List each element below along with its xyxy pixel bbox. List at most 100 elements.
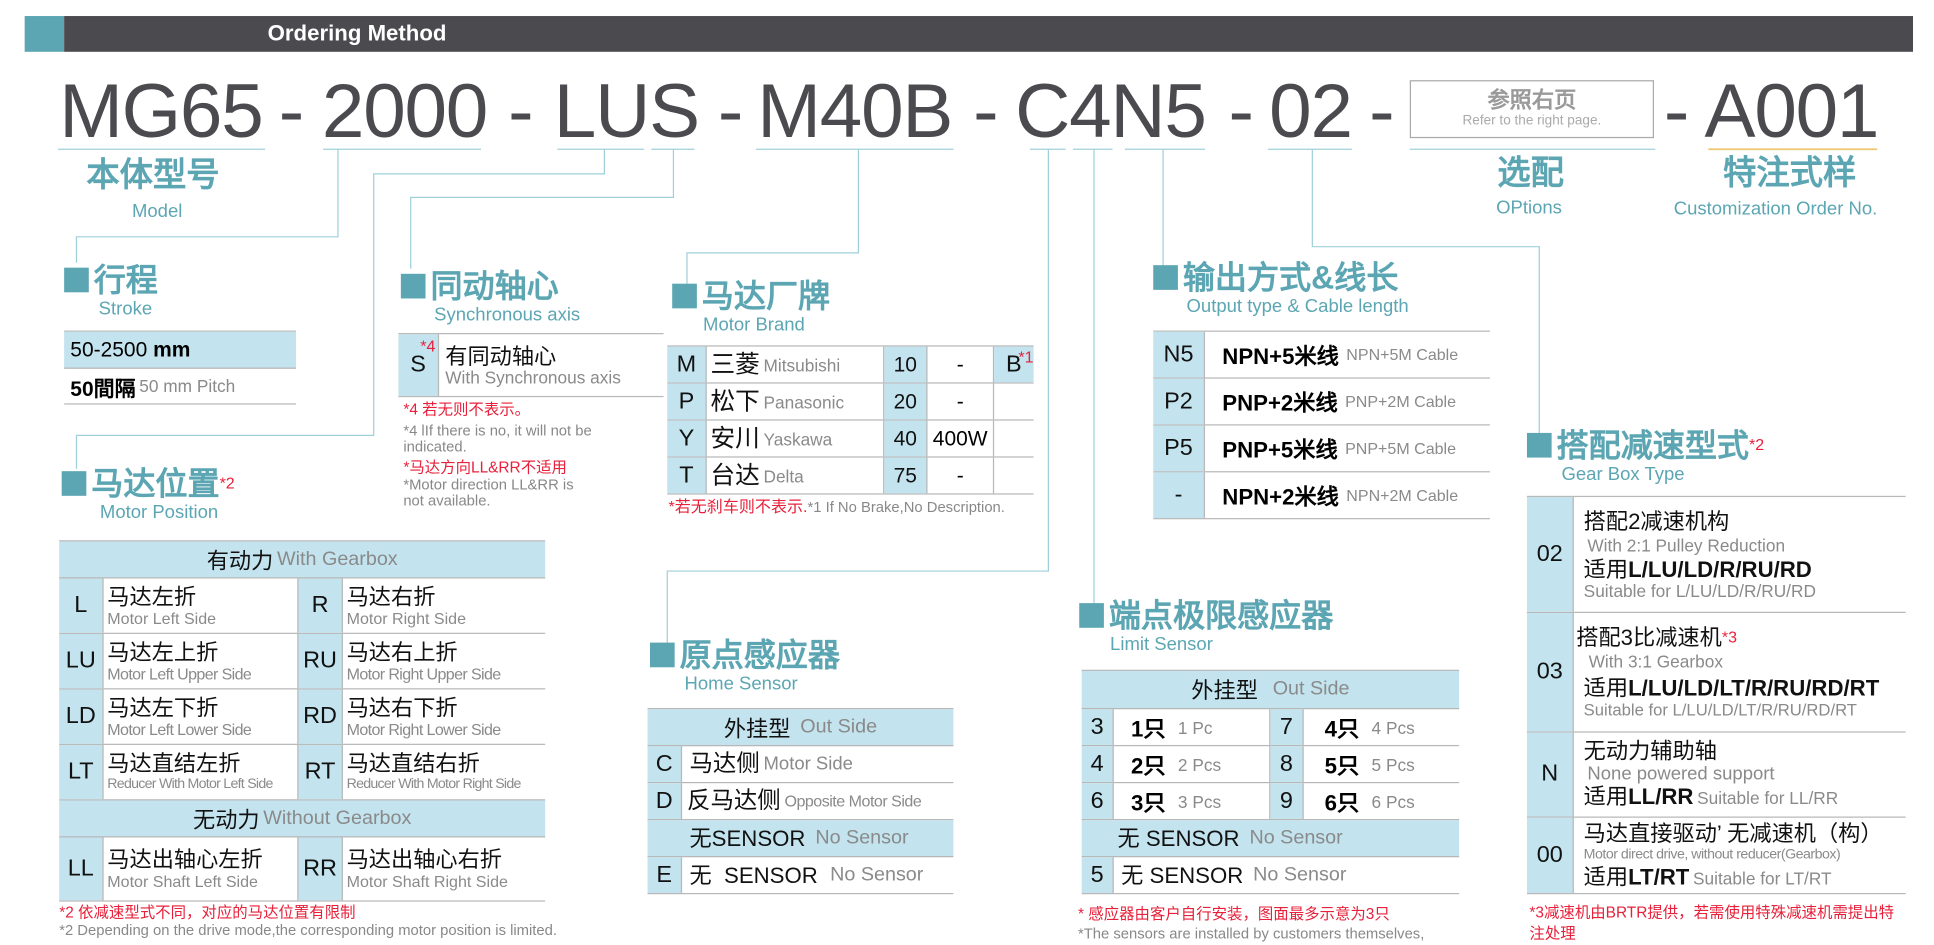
gearbox-code: 03 [1526,612,1574,732]
limit-out-en: Out Side [1272,678,1350,700]
code-separator: - [508,69,534,155]
gearbox-apply-en: Suitable for LL/RR [1697,788,1839,808]
limit-en: 4 Pcs [1371,717,1415,737]
connector-stroke [75,149,339,263]
stroke-range: 50-2500 [70,337,148,361]
gearbox-code: 00 [1526,817,1574,893]
code-separator: - [1663,69,1690,155]
home-none-zh: 无SENSOR [689,825,806,851]
position-en: Motor Shaft Left Side [107,872,258,891]
sync-notes: *4 若无则不表示。 *4 lIf there is no, it will n… [403,401,625,510]
limit-code: 8 [1270,746,1304,782]
limit-en: 1 Pc [1177,717,1213,737]
brand-en: Mitsubishi [763,354,841,375]
section-square-icon [1153,265,1178,290]
gearbox-en: With 2:1 Pulley Reduction [1587,534,1786,555]
gearbox-code: 02 [1526,497,1574,612]
stroke-pitch-zh: 50間隔 [70,376,136,401]
code-gearbox: 02 [1269,69,1353,155]
output-zh: NPN+2米线 [1222,484,1339,509]
limit-zh: 2只 [1131,752,1166,778]
gearbox-en: With 3:1 Gearbox [1588,651,1723,671]
code-separator: - [1228,69,1254,155]
home-zh: 无 SENSOR [689,862,818,888]
position-code: R [298,578,343,633]
gearbox-note-red: *3减速机由BRTR提供，若需使用特殊减速机需提出特注处理 [1529,904,1895,943]
position-en: Reducer With Motor Left Side [107,776,273,792]
gearbox-zh: 搭配2减速机构 [1583,508,1730,534]
sync-title: 同动轴心 [430,267,559,305]
position-code: LT [59,744,104,800]
section-square-icon [61,471,87,496]
section-square-icon [400,273,426,299]
limit-out-zh: 外挂型 [1191,678,1258,704]
home-out-zh: 外挂型 [723,715,791,741]
position-en: Motor Left Side [107,608,217,628]
gearbox-apply-prefix: 适用 [1583,863,1629,889]
connector-position [75,149,605,469]
gearbox-apply: L/LU/LD/LT/R/RU/RD/RT [1628,675,1880,701]
model-label-zh: 本体型号 [86,156,220,194]
with-gearbox-zh: 有动力 [206,548,274,573]
output-code: P2 [1153,378,1206,425]
home-sensor-subtitle: Home Sensor [684,673,798,695]
stroke-pitch-en: 50 mm Pitch [139,376,236,396]
motor-position-subtitle: Motor Position [99,501,219,523]
position-code: RR [298,837,343,901]
gearbox-zh: 搭配3比减速机 [1576,625,1722,651]
limit-code: 3 [1081,709,1114,745]
section-square-icon [672,283,697,309]
limit-zh: 6只 [1324,789,1360,815]
position-note-1: *2 依减速型式不同，对应的马达位置有限制 [59,904,356,922]
limit-note-red: * 感应器由客户自行安装，图面最多示意为3只 [1077,905,1390,923]
stroke-section: 行程 Stroke [64,261,158,319]
position-zh: 马达直结右折 [346,750,480,776]
position-zh: 马达出轴心右折 [346,847,502,873]
limit-sensor-subtitle: Limit Sensor [1110,633,1213,655]
output-code: P5 [1153,425,1206,472]
limit-code: 6 [1081,783,1114,819]
home-out-en: Out Side [800,715,878,737]
gearbox-desc: 马达直接驱动’ 无减速机（构） Motor direct drive, with… [1574,818,1883,893]
position-en: Reducer With Motor Right Side [346,776,522,792]
gearbox-title: 搭配减速型式 [1556,426,1749,464]
brand-zh: 松下 [710,387,760,416]
empty-cell [994,458,1033,494]
sync-table: S *4 有同动轴心 With Synchronous axis [398,333,664,398]
options-box: 参照右页 Refer to the right page. [1409,80,1654,139]
header-title: Ordering Method [267,20,447,46]
output-code: N5 [1153,331,1206,378]
output-en: PNP+2M Cable [1345,392,1457,411]
brake-code: B [1006,350,1022,377]
limit-out-header: 外挂型 Out Side [1081,670,1460,710]
output-zh: PNP+5米线 [1222,437,1338,462]
header-bar [64,16,1914,52]
home-sensor-section: 原点感应器 Home Sensor [650,636,840,694]
motor-brand-section: 马达厂牌 Motor Brand [672,278,830,335]
home-out-header: 外挂型 Out Side [647,709,954,747]
gearbox-apply: L/LU/LD/R/RU/RD [1628,556,1812,582]
